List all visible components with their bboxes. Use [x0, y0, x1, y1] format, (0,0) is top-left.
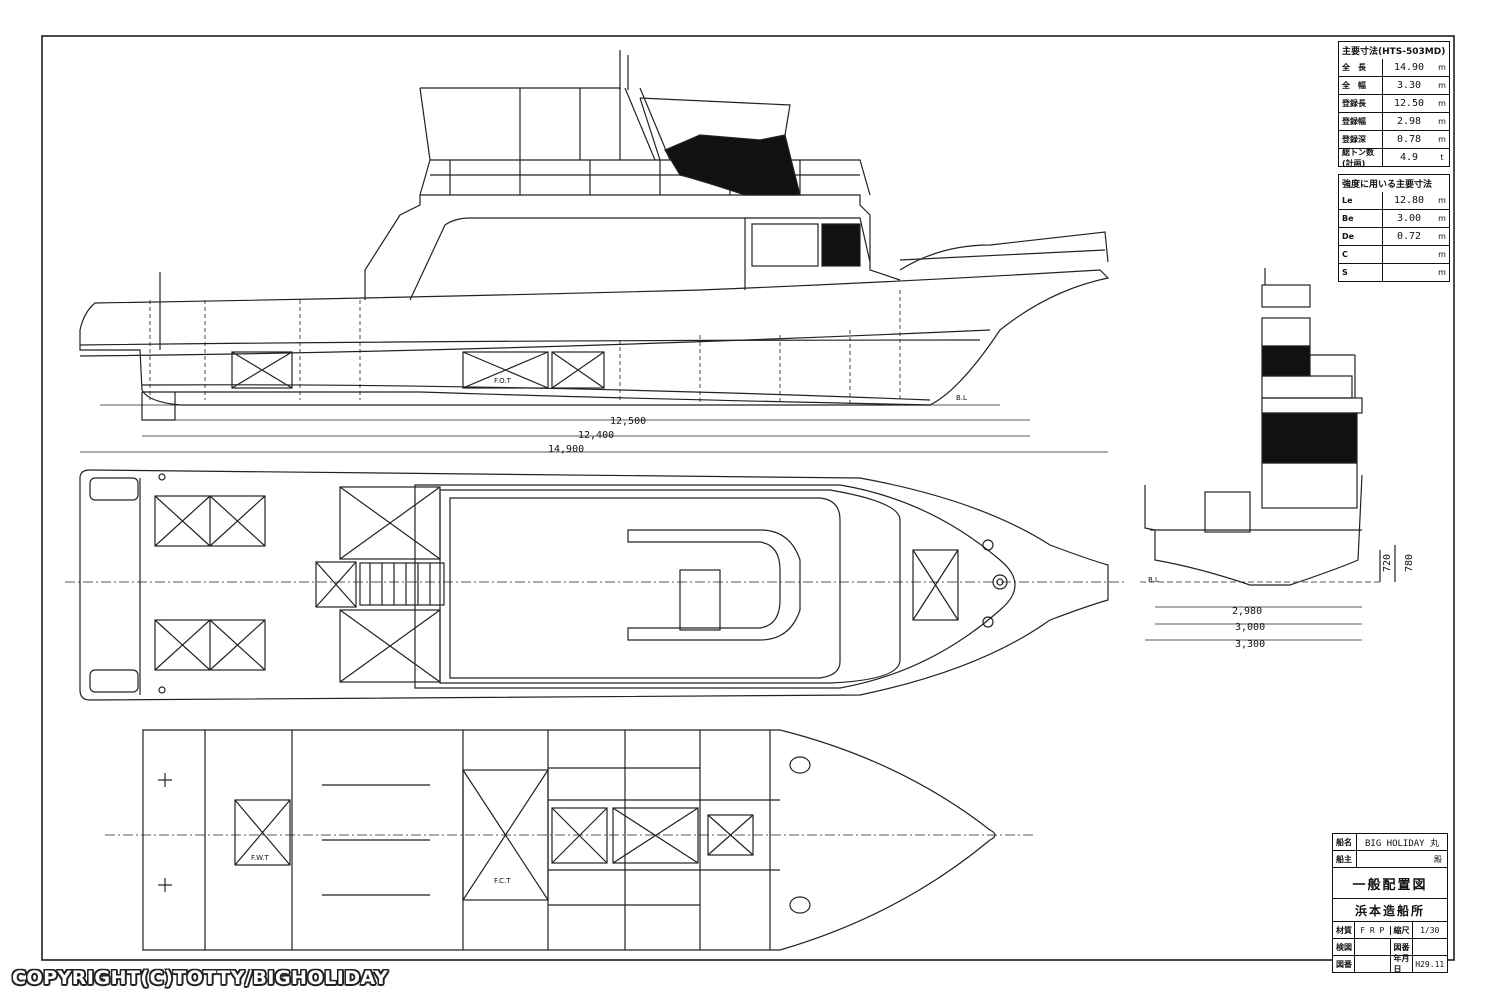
material-label: 材質	[1333, 922, 1355, 938]
row-unit: m	[1438, 196, 1446, 205]
ship-name-value: BIG HOLIDAY 丸	[1364, 838, 1440, 849]
row-value: 0.78	[1396, 134, 1422, 145]
row-value: 3.30	[1396, 80, 1422, 91]
scale-value: 1/30	[1420, 925, 1440, 935]
builder-name: 浜本造船所	[1333, 898, 1447, 921]
dim-length-12400: 12,400	[578, 430, 614, 441]
row-label: Le	[1339, 192, 1383, 209]
material-value: F R P	[1355, 925, 1391, 935]
strength-dimensions-title-text: 強度に用いる主要寸法	[1342, 180, 1433, 190]
row-label: 全 長	[1339, 59, 1383, 76]
strength-dimensions-row: De 0.72 m	[1339, 227, 1449, 245]
check-value	[1355, 939, 1391, 955]
strength-dimensions-row: Le 12.80 m	[1339, 192, 1449, 209]
copyright-watermark: COPYRIGHT(C)TOTTY/BIGHOLIDAY	[12, 967, 389, 989]
row-label: De	[1339, 228, 1383, 245]
row-label: S	[1339, 264, 1383, 281]
row-value: 2.98	[1396, 116, 1422, 127]
owner-label: 船主	[1333, 851, 1357, 867]
main-dimensions-row: 全 幅 3.30 m	[1339, 76, 1449, 94]
strength-dimensions-row: Be 3.00 m	[1339, 209, 1449, 227]
top-plan-view	[65, 469, 1125, 701]
owner-suffix: 殿	[1434, 854, 1442, 864]
dim-width-3000: 3,000	[1235, 622, 1265, 633]
row-label: Be	[1339, 210, 1383, 227]
row-unit: m	[1438, 135, 1446, 144]
row-value: 12.50	[1393, 98, 1425, 109]
main-dimensions-title: 主要寸法(HTS-503MD)	[1339, 42, 1449, 59]
row-label: 全 幅	[1339, 77, 1383, 94]
row-unit: t	[1440, 153, 1444, 162]
dim-width-2980: 2,980	[1232, 606, 1262, 617]
scale-label: 縮尺	[1391, 922, 1413, 938]
drawing-border	[41, 35, 1455, 961]
row-unit: m	[1438, 214, 1446, 223]
fot-label: F.O.T	[494, 377, 512, 385]
number-label: 図番	[1391, 939, 1413, 955]
drawing-title: 一般配置図	[1333, 867, 1447, 898]
dim-width-3300: 3,300	[1235, 639, 1265, 650]
fct-label: F.C.T	[494, 877, 511, 885]
title-block: 船名 BIG HOLIDAY 丸 船主 殿 一般配置図 浜本造船所 材質 F R…	[1332, 833, 1448, 974]
date-row: 図番 年月日 H29.11	[1333, 954, 1447, 974]
row-label: 総トン数(計画)	[1339, 148, 1383, 168]
profile-dimension-lines	[80, 419, 1108, 453]
row-value: 12.80	[1393, 195, 1425, 206]
material-scale-row: 材質 F R P 縮尺 1/30	[1333, 921, 1447, 938]
drawing-no-value	[1355, 956, 1391, 972]
dim-depth-780: 780	[1404, 554, 1415, 572]
row-unit: m	[1438, 63, 1446, 72]
row-value: 0.72	[1396, 231, 1422, 242]
row-unit: m	[1438, 250, 1446, 259]
drawing-no-label: 図番	[1333, 956, 1355, 972]
main-dimensions-row: 登録幅 2.98 m	[1339, 112, 1449, 130]
fwt-label: F.W.T	[251, 854, 269, 862]
date-value: H29.11	[1415, 959, 1445, 969]
row-value: 3.00	[1396, 213, 1422, 224]
dim-depth-720: 720	[1382, 554, 1393, 572]
row-label: C	[1339, 246, 1383, 263]
main-dimensions-row: 登録長 12.50 m	[1339, 94, 1449, 112]
check-label: 検図	[1333, 939, 1355, 955]
section-baseline-label: B.L	[1148, 576, 1159, 584]
lower-deck-plan	[105, 729, 1035, 951]
row-unit: m	[1438, 99, 1446, 108]
ship-name-label: 船名	[1333, 834, 1357, 850]
profile-baseline-label: B.L	[956, 394, 967, 402]
main-dimensions-row: 全 長 14.90 m	[1339, 59, 1449, 76]
main-dimensions-row: 登録深 0.78 m	[1339, 130, 1449, 148]
row-unit: m	[1438, 268, 1446, 277]
ship-name-row: 船名 BIG HOLIDAY 丸	[1333, 834, 1447, 850]
row-unit: m	[1438, 81, 1446, 90]
dim-overall-length: 14,900	[548, 444, 584, 455]
row-label: 登録長	[1339, 95, 1383, 112]
row-unit: m	[1438, 232, 1446, 241]
row-value: 4.9	[1399, 152, 1419, 163]
dim-registered-length: 12,500	[610, 416, 646, 427]
check-row: 検図 図番	[1333, 938, 1447, 955]
profile-view	[79, 50, 1110, 421]
row-label: 登録幅	[1339, 113, 1383, 130]
main-dimensions-row: 総トン数(計画) 4.9 t	[1339, 148, 1449, 168]
row-value: 14.90	[1393, 62, 1425, 73]
section-view	[1140, 268, 1396, 641]
row-label: 登録深	[1339, 131, 1383, 148]
main-dimensions-table: 主要寸法(HTS-503MD) 全 長 14.90 m 全 幅 3.30 m 登録長 12.5…	[1338, 41, 1450, 168]
date-label: 年月日	[1391, 954, 1413, 974]
main-dimensions-title-text: 主要寸法(HTS-503MD)	[1342, 47, 1446, 57]
strength-dimensions-title: 強度に用いる主要寸法	[1339, 175, 1449, 192]
row-unit: m	[1438, 117, 1446, 126]
owner-row: 船主 殿	[1333, 850, 1447, 867]
